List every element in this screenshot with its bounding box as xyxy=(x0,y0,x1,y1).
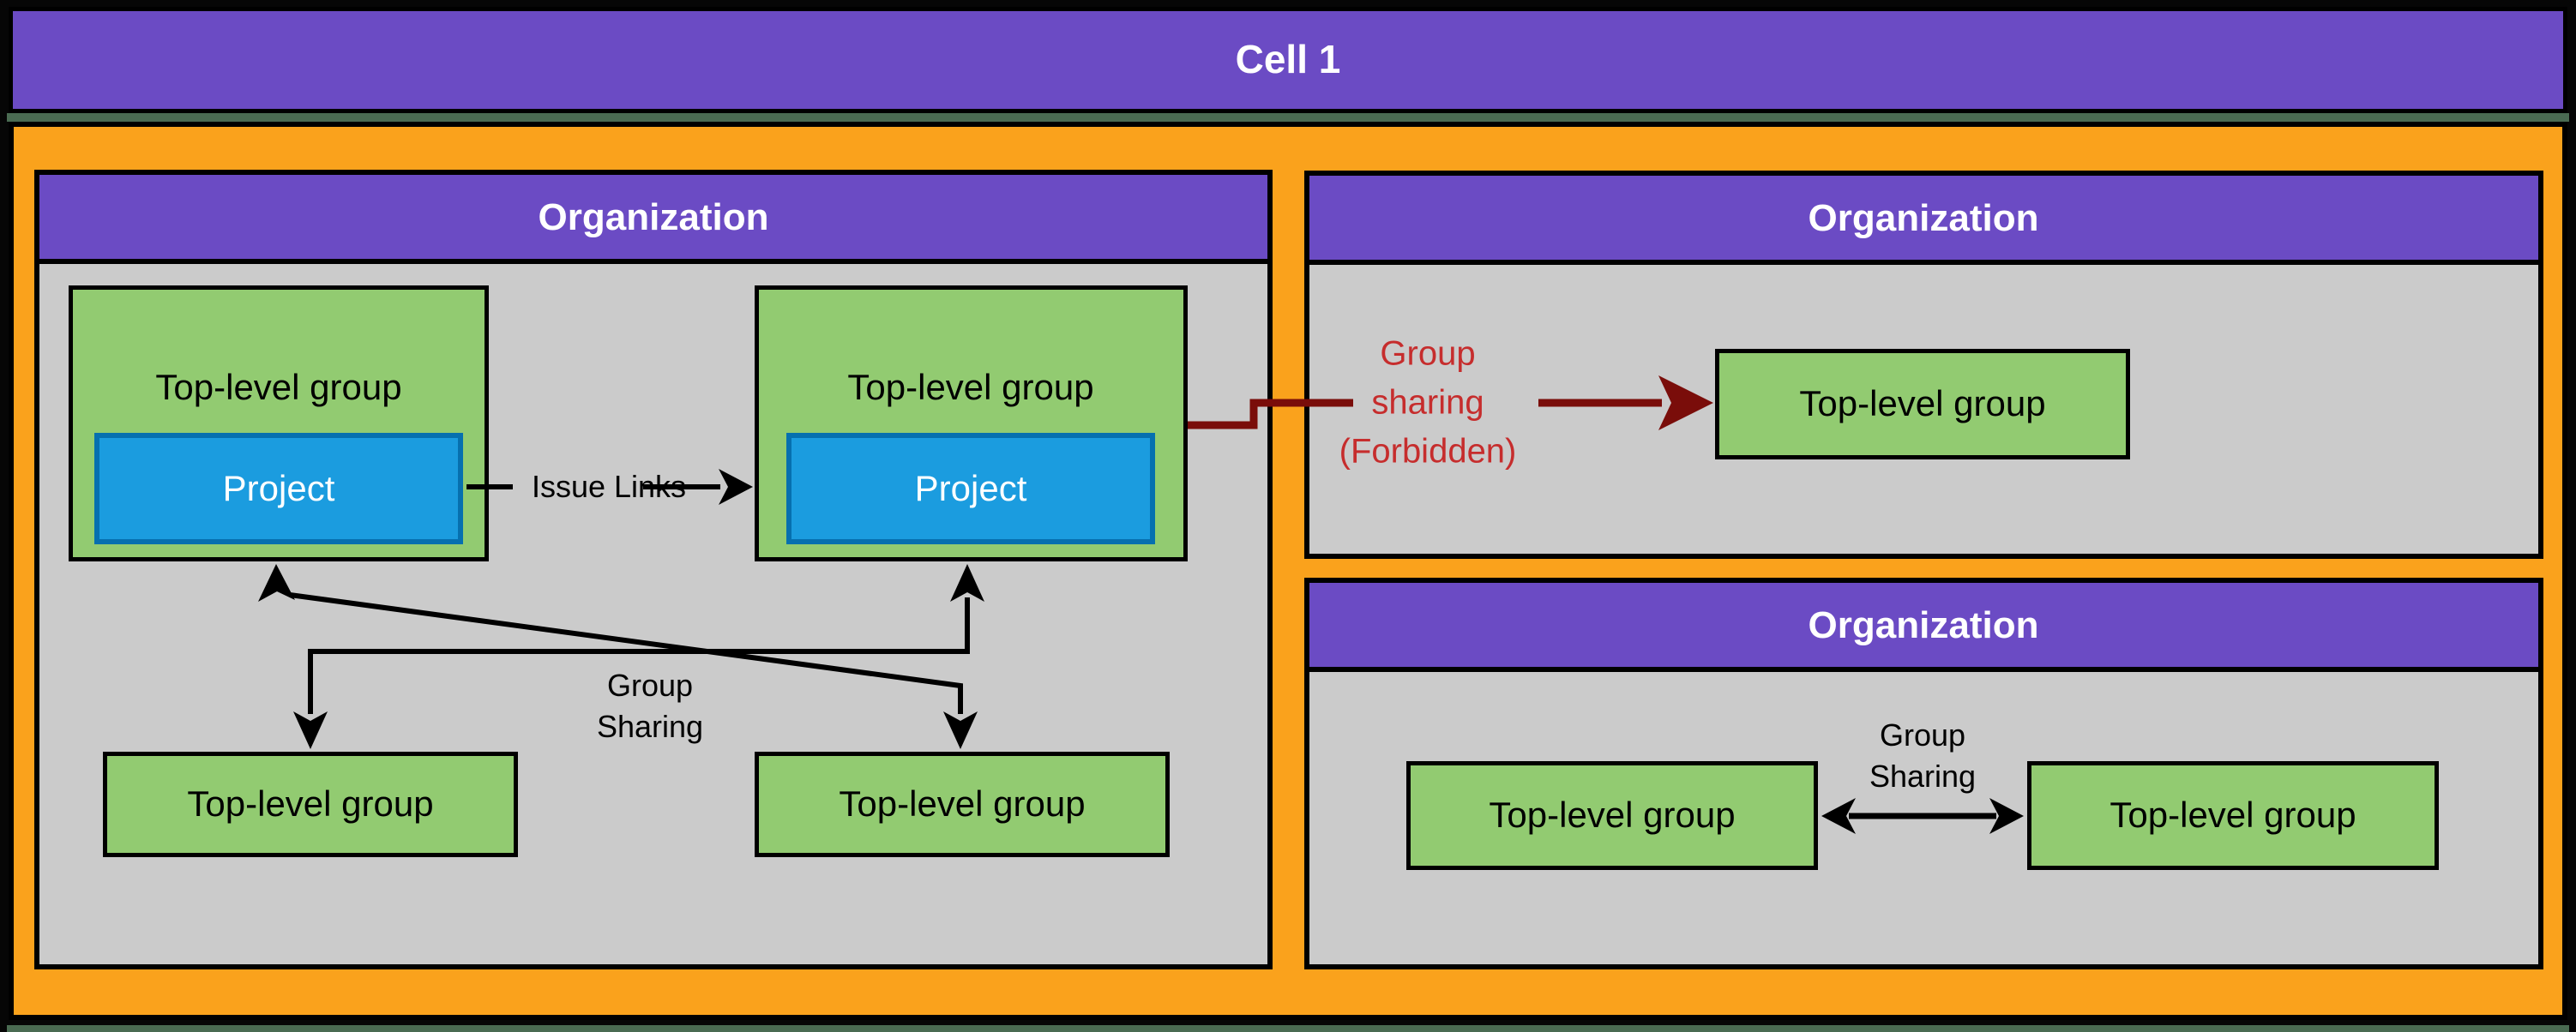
group-org-top-right-label: Top-level group xyxy=(1799,383,2046,423)
forbidden-sharing-label: Group sharing (Forbidden) xyxy=(1339,330,1517,477)
group-sharing-label-bottom-right-org: Group Sharing xyxy=(1869,715,1976,797)
issue-links-label: Issue Links xyxy=(531,469,687,504)
project-left-label: Project xyxy=(222,468,335,508)
group-sharing-br-line2: Sharing xyxy=(1869,759,1977,794)
group-bottom-left-label: Top-level group xyxy=(187,783,434,824)
org-left-header xyxy=(34,170,1273,264)
background-gap-strip-bottom xyxy=(7,1025,2569,1032)
group-sharing-br-line1: Group xyxy=(1879,717,1966,753)
group-top-left-label: Top-level group xyxy=(155,367,402,407)
forbidden-label-line3: (Forbidden) xyxy=(1339,432,1517,471)
forbidden-label-line1: Group xyxy=(1380,334,1476,373)
background-gap-strip-top xyxy=(7,113,2569,122)
group-sharing-label-line1: Group xyxy=(606,668,694,703)
group-bottom-right-label: Top-level group xyxy=(839,783,1086,824)
group-org-bottom-right-left-label: Top-level group xyxy=(1489,795,1736,835)
org-bottom-right-header xyxy=(1304,578,2543,672)
project-right-label: Project xyxy=(914,468,1027,508)
group-org-bottom-right-left xyxy=(1406,761,1818,870)
group-org-bottom-right-right-label: Top-level group xyxy=(2110,795,2356,835)
org-top-right-header xyxy=(1304,171,2543,265)
group-org-bottom-right-right xyxy=(2027,761,2439,870)
org-top-right-title: Organization xyxy=(1808,197,2039,239)
project-right xyxy=(786,433,1155,544)
cell-banner-title: Cell 1 xyxy=(1235,37,1341,81)
cell-banner xyxy=(9,7,2567,113)
group-top-right-label: Top-level group xyxy=(847,367,1094,407)
org-bottom-right-title: Organization xyxy=(1808,604,2039,646)
group-bottom-right xyxy=(755,752,1170,857)
group-sharing-label-line2: Sharing xyxy=(596,709,704,744)
group-bottom-left xyxy=(103,752,518,857)
group-org-top-right xyxy=(1715,349,2130,459)
project-left xyxy=(94,433,463,544)
org-left-title: Organization xyxy=(538,196,769,238)
group-sharing-label-left-org: Group Sharing xyxy=(597,665,703,747)
forbidden-label-line2: sharing xyxy=(1371,383,1484,422)
